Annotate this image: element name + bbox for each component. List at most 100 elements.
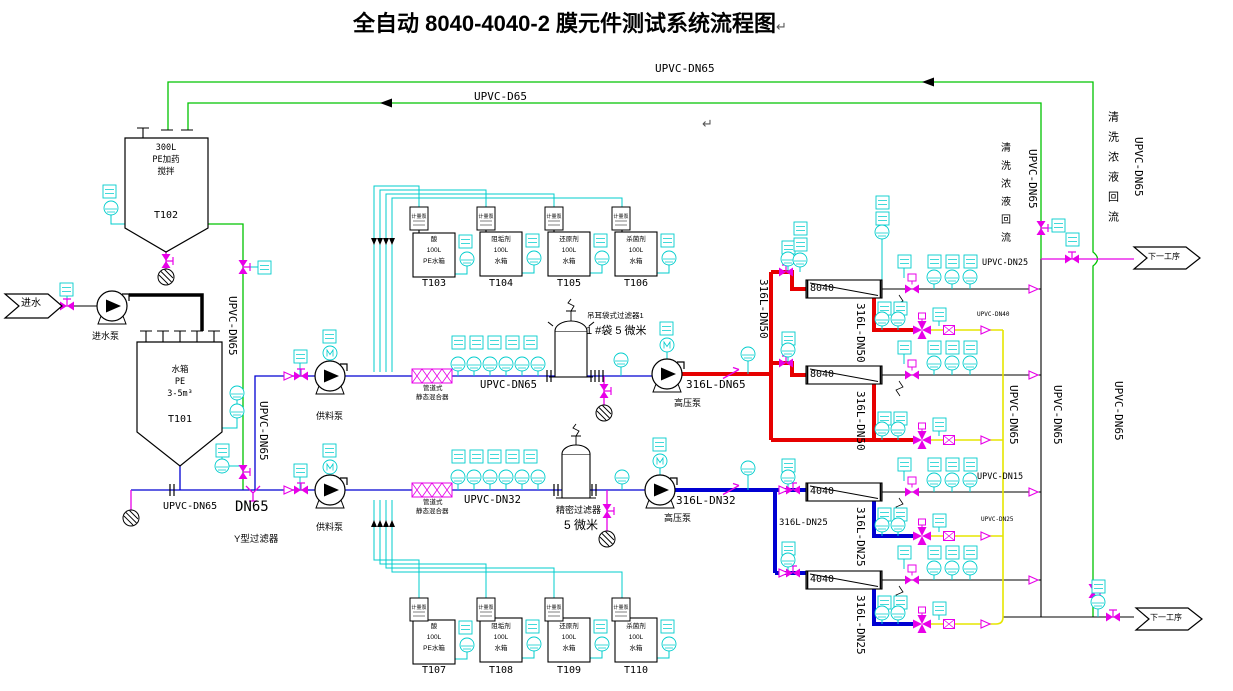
tank-type: 水箱 bbox=[494, 645, 508, 652]
pipe-label: DN65 bbox=[235, 499, 269, 515]
bag-filter-label: 吊耳袋式过滤器1 bbox=[587, 311, 644, 320]
t102-tag: T102 bbox=[153, 210, 179, 221]
dosing-pump-label: 计量泵 bbox=[411, 605, 427, 611]
vessel-8040-label: 8040 bbox=[810, 369, 835, 380]
pipe-label: 316L-DN25 bbox=[779, 518, 828, 528]
vessel-4040-label: 4040 bbox=[810, 574, 835, 585]
tank-chem: 还原剂 bbox=[559, 236, 579, 243]
pipe-label-vert: UPVC-DN65 bbox=[1007, 385, 1020, 445]
dosing-pump-label: 计量泵 bbox=[411, 214, 427, 220]
cip-return-note: 清洗浓液回流 bbox=[998, 142, 1010, 250]
dosing-tanks bbox=[412, 231, 658, 665]
inlet-flag-label: 进水 bbox=[21, 298, 41, 309]
next-step-label: 下一工序 bbox=[1150, 613, 1182, 622]
pipe-label-vert: UPVC-DN65 bbox=[226, 296, 239, 356]
tank-vol: 100L bbox=[628, 247, 644, 254]
feed-pump-upper-icon bbox=[314, 360, 348, 395]
t101-line3: 3-5m³ bbox=[167, 389, 193, 399]
pipe-label-vert: 316L-DN25 bbox=[854, 595, 867, 655]
tank-tag: T107 bbox=[421, 665, 447, 676]
pipe-label: UPVC-DN25 bbox=[981, 516, 1014, 523]
mixer-label: 静态混合器 bbox=[416, 508, 449, 515]
pipe-label-vert: 316L-DN50 bbox=[854, 303, 867, 363]
tank-t101 bbox=[136, 341, 223, 467]
tank-chem: 酸 bbox=[430, 236, 438, 243]
y-strainer-label: Y型过滤器 bbox=[234, 534, 279, 545]
pipe-label: UPVC-D65 bbox=[474, 90, 527, 103]
feed-pump-lower-icon bbox=[314, 474, 348, 509]
pipe-label-vert: 316L-DN50 bbox=[757, 279, 770, 339]
precision-filter bbox=[553, 423, 597, 499]
pipe-label: UPVC-DN25 bbox=[982, 258, 1029, 268]
mixer-label: 静态混合器 bbox=[416, 394, 449, 401]
pipe-label: UPVC-DN65 bbox=[163, 501, 218, 512]
tank-chem: 还原剂 bbox=[559, 623, 579, 630]
pipe-label: UPVC-DN65 bbox=[655, 62, 715, 75]
pipe-label: UPVC-DN15 bbox=[977, 472, 1024, 482]
vessel-8040-label: 8040 bbox=[810, 283, 835, 294]
dosing-pump-label: 计量泵 bbox=[546, 605, 562, 611]
precision-filter-spec: 5 微米 bbox=[564, 518, 599, 532]
tank-type: PE水箱 bbox=[423, 258, 445, 265]
page-title: 全自动 8040-4040-2 膜元件测试系统流程图↵ bbox=[353, 11, 787, 36]
tank-vol: 100L bbox=[493, 634, 509, 641]
tank-type: 水箱 bbox=[629, 258, 643, 265]
pipe-label: UPVC-DN32 bbox=[464, 494, 521, 506]
tank-chem: 阻垢剂 bbox=[491, 236, 511, 243]
tank-tag: T104 bbox=[488, 278, 514, 289]
pipe-flush-yellow bbox=[929, 329, 1004, 625]
tank-chem: 杀菌剂 bbox=[626, 623, 646, 630]
tank-t102 bbox=[124, 137, 209, 253]
tank-type: 水箱 bbox=[629, 645, 643, 652]
pipe-label-vert: UPVC-DN65 bbox=[1051, 385, 1064, 445]
pipe-label-vert: 316L-DN25 bbox=[854, 507, 867, 567]
tank-vol: 100L bbox=[493, 247, 509, 254]
tank-chem: 酸 bbox=[430, 623, 438, 630]
next-step-label: 下一工序 bbox=[1148, 252, 1180, 261]
tank-chem: 杀菌剂 bbox=[626, 236, 646, 243]
tank-chem: 阻垢剂 bbox=[491, 623, 511, 630]
tank-type: 水箱 bbox=[562, 258, 576, 265]
tank-tag: T108 bbox=[488, 665, 514, 676]
inlet-flag bbox=[3, 293, 63, 319]
t102-line3: 搅拌 bbox=[157, 167, 175, 177]
dosing-flow-arrows bbox=[371, 238, 395, 527]
next-step-flag-bottom bbox=[1134, 607, 1203, 631]
pipe-label: 316L-DN65 bbox=[686, 378, 746, 391]
t101-tag: T101 bbox=[167, 414, 193, 425]
pipe-cip-return bbox=[167, 81, 1099, 617]
pipe-label-vert: UPVC-DN65 bbox=[1026, 149, 1039, 209]
tank-tag: T110 bbox=[623, 665, 649, 676]
pipe-label-vert: 316L-DN50 bbox=[854, 391, 867, 451]
pipe-label: UPVC-DN40 bbox=[977, 311, 1010, 318]
t101-line2: PE bbox=[174, 377, 186, 387]
tank-type: PE水箱 bbox=[423, 645, 445, 652]
hp-pump-label: 高压泵 bbox=[674, 398, 702, 408]
tank-vol: 100L bbox=[426, 634, 442, 641]
tank-vol: 100L bbox=[561, 634, 577, 641]
next-step-flag-top bbox=[1132, 246, 1201, 270]
dosing-pump-label: 计量泵 bbox=[478, 605, 494, 611]
pilcrow-icon: ↵ bbox=[776, 19, 787, 34]
tank-type: 水箱 bbox=[562, 645, 576, 652]
pipe-8040-316L bbox=[682, 270, 916, 442]
bag-filter bbox=[546, 298, 604, 383]
t101-line1: 水箱 bbox=[171, 365, 189, 375]
pipe-label-vert: UPVC-DN65 bbox=[1112, 381, 1125, 441]
tank-type: 水箱 bbox=[494, 258, 508, 265]
pipe-magenta-aux bbox=[130, 252, 1134, 531]
pipe-label: UPVC-DN65 bbox=[480, 379, 537, 391]
pipe-label-vert: UPVC-DN65 bbox=[257, 401, 270, 461]
cip-return-note: 清洗浓液回流 bbox=[1106, 111, 1119, 231]
tank-vol: 100L bbox=[628, 634, 644, 641]
hp-pump-upper-icon bbox=[651, 358, 685, 393]
dosing-pump-label: 计量泵 bbox=[546, 214, 562, 220]
feed-pump-label: 供料泵 bbox=[316, 411, 344, 421]
t102-line2: PE加药 bbox=[152, 155, 180, 165]
mixer-label: 管道式 bbox=[423, 385, 443, 392]
pipe-label: 316L-DN32 bbox=[676, 494, 736, 507]
hp-pump-label: 高压泵 bbox=[664, 513, 692, 523]
stream-flags bbox=[3, 246, 1203, 631]
